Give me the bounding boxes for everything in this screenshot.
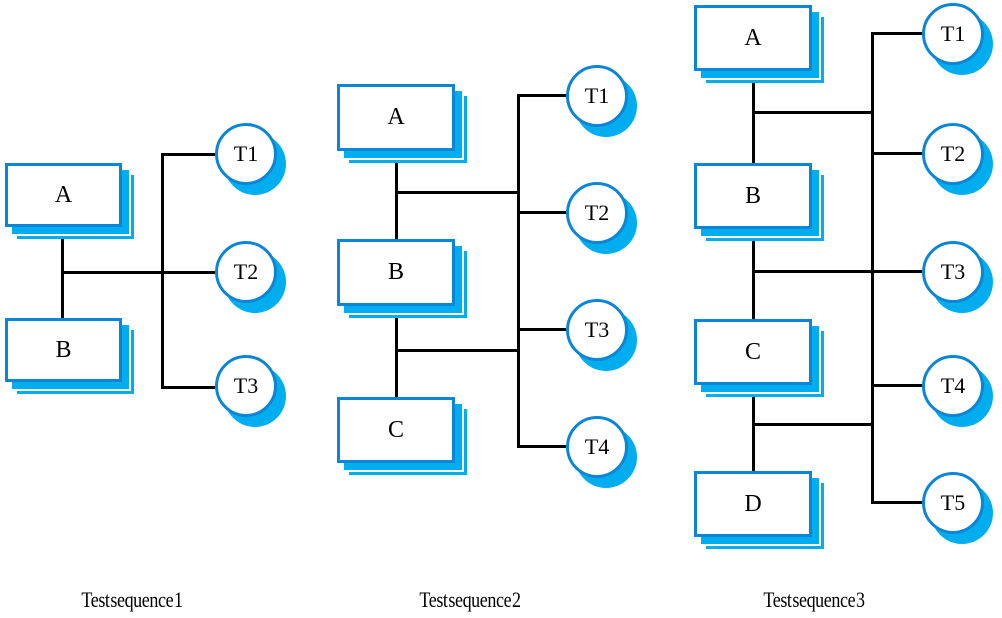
- sequence-caption: Test sequence 3: [763, 587, 865, 612]
- node-label: T3: [940, 259, 966, 284]
- stub-t3-line: [161, 386, 215, 389]
- node-circle-t2: T2: [922, 123, 984, 185]
- node-label: A: [744, 24, 762, 51]
- node-label: T3: [584, 317, 610, 342]
- node-box-a: A: [337, 84, 455, 151]
- node-label: T2: [584, 200, 610, 225]
- node-box-b: B: [5, 318, 122, 382]
- branch-cd-line: [752, 423, 874, 426]
- node-circle-t1: T1: [566, 65, 628, 127]
- node-label: T5: [940, 490, 966, 515]
- stub-t4-line: [517, 445, 566, 448]
- stub-t1-line: [161, 153, 215, 156]
- node-label: C: [744, 338, 761, 365]
- node-box-b: B: [694, 163, 812, 229]
- branch-bc-line: [395, 349, 520, 352]
- node-circle-t4: T4: [922, 355, 984, 417]
- node-box-b: B: [337, 239, 455, 306]
- trunk-line: [871, 32, 874, 504]
- node-circle-t2: T2: [566, 182, 628, 244]
- node-label: T1: [584, 83, 610, 108]
- branch-ab-line: [752, 111, 874, 114]
- node-label: T3: [233, 373, 259, 398]
- node-label: T1: [233, 141, 259, 166]
- node-label: T1: [940, 21, 966, 46]
- node-label: T2: [233, 259, 259, 284]
- node-label: T2: [940, 141, 966, 166]
- node-label: D: [744, 490, 762, 517]
- node-box-a: A: [694, 5, 812, 71]
- node-circle-t3: T3: [922, 241, 984, 303]
- node-label: B: [387, 259, 404, 285]
- node-label: B: [744, 182, 761, 209]
- stub-t4-line: [871, 384, 922, 387]
- stub-t2-line: [517, 211, 566, 214]
- stub-t3-line: [517, 328, 566, 331]
- node-circle-t1: T1: [922, 3, 984, 65]
- node-box-a: A: [5, 163, 122, 227]
- node-label: T4: [584, 434, 610, 459]
- node-box-c: C: [694, 319, 812, 385]
- stub-t1-line: [517, 94, 566, 97]
- node-label: A: [387, 104, 405, 130]
- stub-t5-line: [871, 501, 922, 504]
- edge-a-b-line: [395, 151, 398, 239]
- trunk-line: [161, 153, 164, 389]
- node-label: B: [55, 336, 72, 363]
- node-circle-t3: T3: [215, 355, 277, 417]
- stub-t1-line: [871, 32, 922, 35]
- branch-bc-to-t3-line: [752, 270, 922, 273]
- node-label: C: [387, 416, 404, 443]
- node-circle-t2: T2: [215, 241, 277, 303]
- edge-a-b-line: [752, 71, 755, 163]
- edge-b-c-line: [752, 229, 755, 319]
- node-box-d: D: [694, 471, 812, 537]
- node-box-c: C: [337, 397, 455, 463]
- stub-t2-line: [871, 152, 922, 155]
- sequence-caption: Test sequence 2: [419, 587, 521, 612]
- edge-c-d-line: [752, 385, 755, 471]
- trunk-line: [517, 94, 520, 448]
- node-label: T4: [940, 373, 966, 398]
- node-label: A: [54, 181, 73, 208]
- sequence-caption: Test sequence 1: [81, 587, 183, 612]
- branch-ab-line: [395, 191, 520, 194]
- node-circle-t1: T1: [215, 123, 277, 185]
- branch-ab-to-t2-line: [61, 271, 215, 274]
- node-circle-t5: T5: [922, 472, 984, 534]
- node-circle-t3: T3: [566, 299, 628, 361]
- node-circle-t4: T4: [566, 416, 628, 478]
